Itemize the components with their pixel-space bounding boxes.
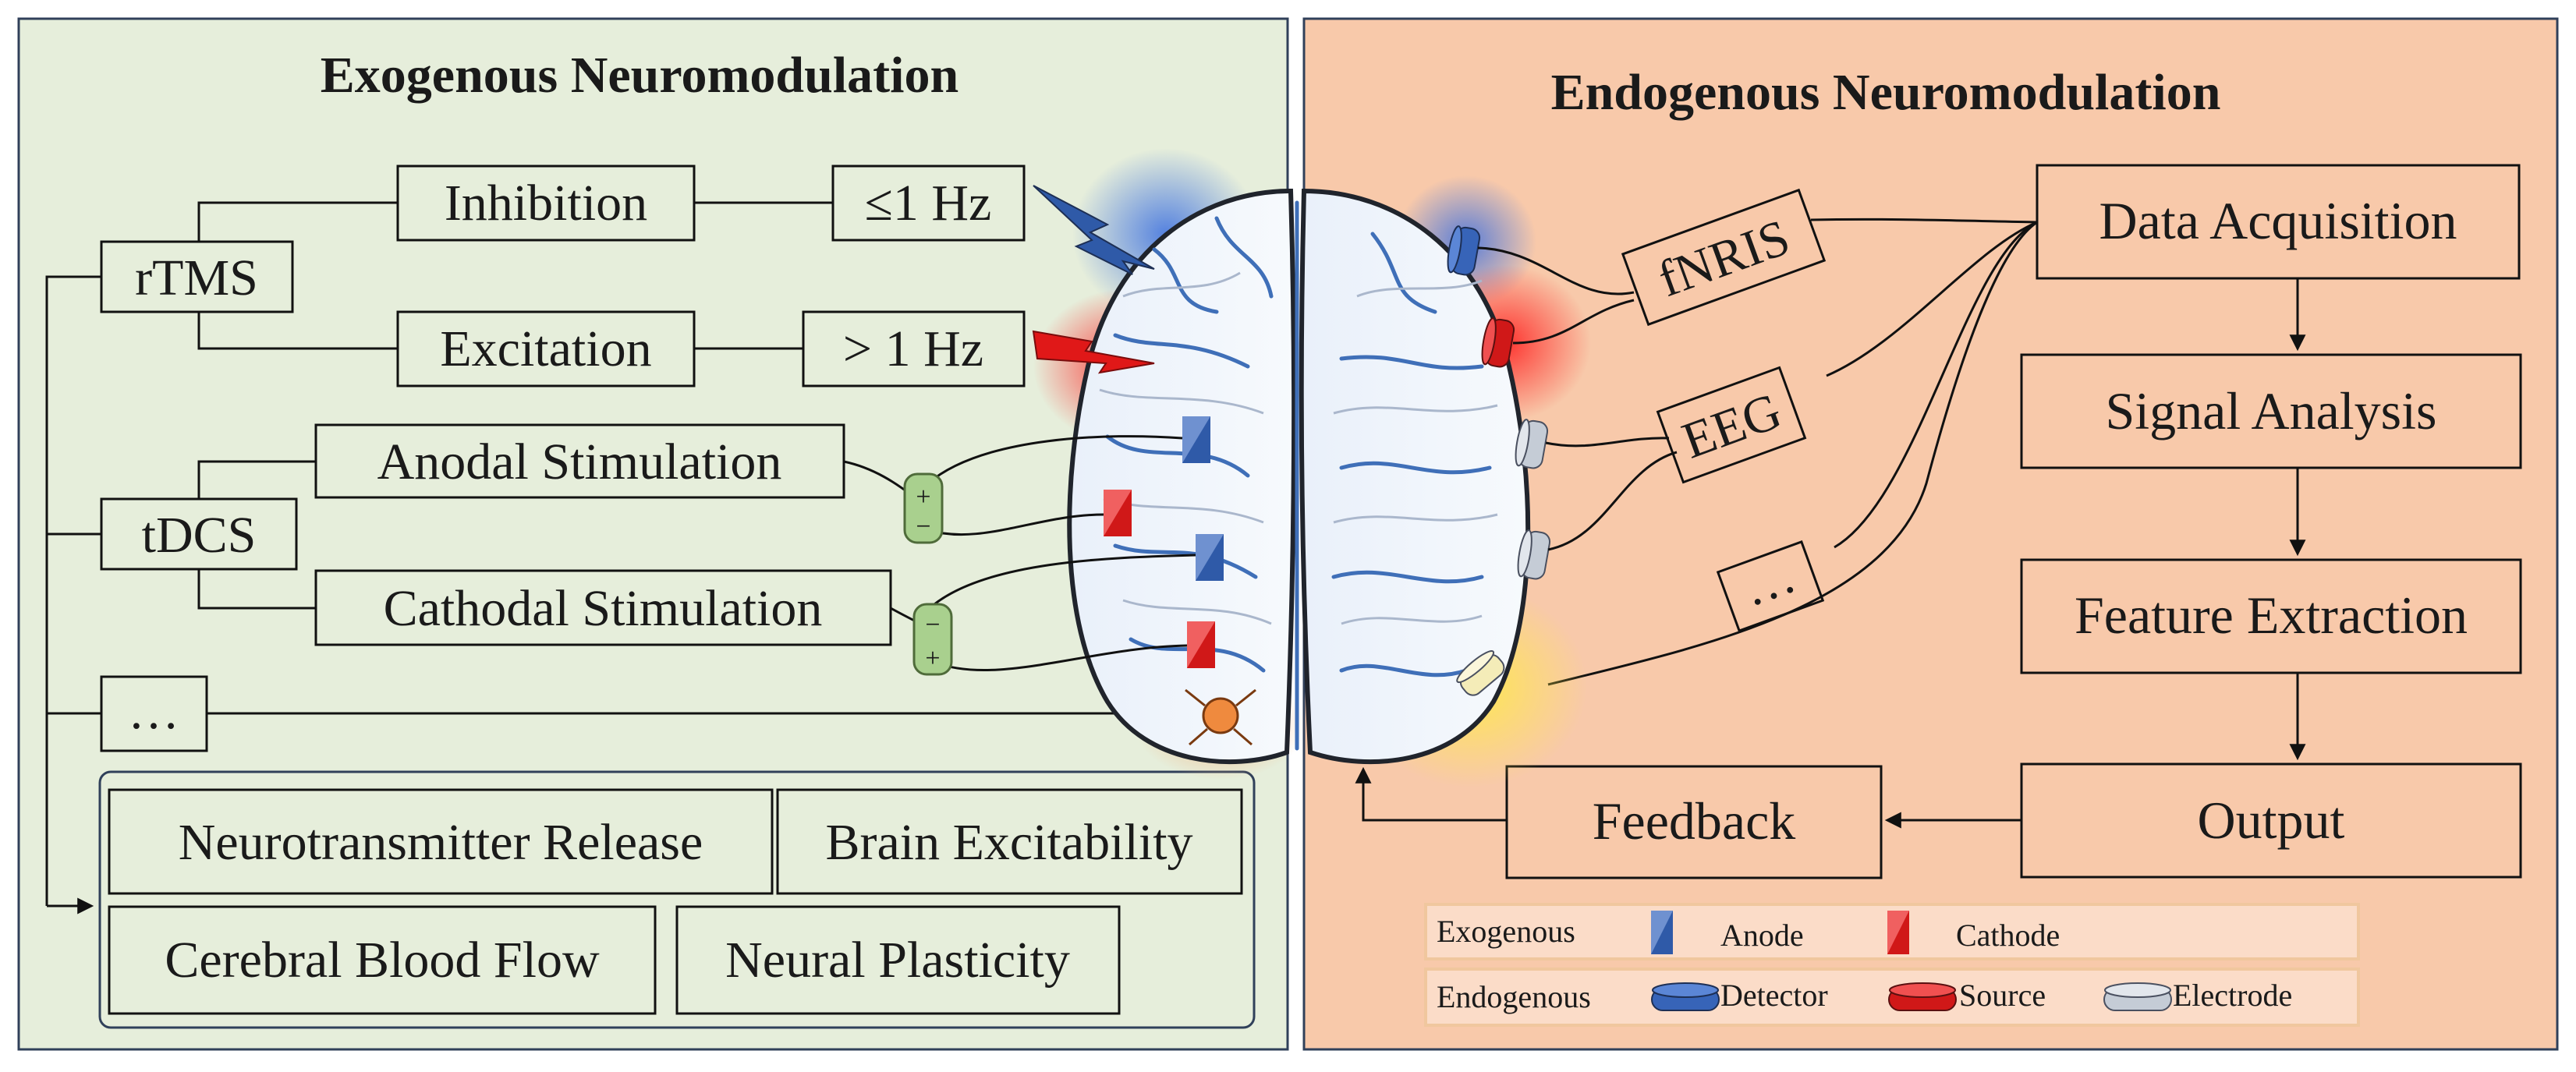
legend-electrode-text: Electrode bbox=[2173, 978, 2292, 1013]
legend-cathode-icon bbox=[1887, 911, 1909, 954]
legend-cathode-text: Cathode bbox=[1956, 918, 2060, 953]
svg-text:−: − bbox=[925, 610, 940, 639]
tdcs-label: tDCS bbox=[142, 507, 257, 564]
other-exo-label: … bbox=[128, 683, 179, 740]
endogenous-title: Endogenous Neuromodulation bbox=[1551, 64, 2221, 121]
cathodal-box bbox=[314, 569, 892, 646]
svg-text:+: + bbox=[925, 644, 940, 673]
effect-neurotransmitter: Neurotransmitter Release bbox=[179, 814, 703, 871]
legend-electrode-icon bbox=[2103, 982, 2172, 1011]
tdcs-box bbox=[100, 497, 298, 571]
output-label: Output bbox=[2198, 791, 2345, 850]
other-node-branches bbox=[1185, 688, 1256, 746]
svg-text:+: + bbox=[916, 483, 930, 511]
svg-text:−: − bbox=[916, 512, 930, 541]
eeg-box: EEG bbox=[1656, 366, 1807, 484]
tdcs-wires bbox=[843, 435, 1196, 672]
effect-box-4 bbox=[675, 905, 1121, 1015]
anodal-box bbox=[314, 423, 845, 499]
brain-gyri-detail bbox=[1099, 271, 1498, 625]
exogenous-connectors bbox=[45, 201, 1201, 915]
exogenous-title: Exogenous Neuromodulation bbox=[321, 47, 958, 104]
inhibition-freq-label: ≤1 Hz bbox=[865, 175, 992, 232]
signal-analysis-box bbox=[2020, 353, 2522, 469]
cathodal-label: Cathodal Stimulation bbox=[384, 580, 823, 637]
excitation-box bbox=[396, 310, 696, 387]
effect-boxes bbox=[108, 788, 1243, 1015]
feedback-box bbox=[1505, 765, 1883, 879]
legend-anode-icon bbox=[1651, 911, 1673, 954]
effect-box-3 bbox=[108, 905, 657, 1015]
excitation-freq-label: > 1 Hz bbox=[843, 320, 983, 377]
data-acquisition-label: Data Acquisition bbox=[2099, 191, 2457, 250]
brain-illustration: + − − + bbox=[843, 148, 1678, 787]
endogenous-panel: Endogenous Neuromodulation Data Acquisit… bbox=[1302, 17, 2559, 1051]
signal-analysis-label: Signal Analysis bbox=[2105, 381, 2436, 440]
eeg-electrodes bbox=[1456, 419, 1551, 696]
other-exo-box bbox=[100, 675, 208, 752]
anodal-pad-icon: + − bbox=[903, 472, 944, 544]
sensor-wires bbox=[1477, 246, 1678, 551]
rtms-box bbox=[100, 240, 294, 313]
effect-plasticity: Neural Plasticity bbox=[725, 932, 1070, 989]
effects-container bbox=[98, 770, 1256, 1029]
legend-exo-label: Exogenous bbox=[1437, 914, 1575, 949]
left-hemisphere bbox=[1067, 188, 1297, 765]
excitation-freq-box bbox=[802, 310, 1026, 387]
inhibition-bolt-icon bbox=[1033, 185, 1155, 275]
data-acquisition-box bbox=[2036, 164, 2521, 280]
anodal-label: Anodal Stimulation bbox=[377, 433, 782, 490]
rtms-label: rTMS bbox=[135, 249, 258, 306]
inhibition-freq-box bbox=[831, 165, 1026, 242]
legend-detector-icon bbox=[1651, 982, 1720, 1011]
fnris-sensors bbox=[1447, 225, 1515, 368]
feature-extraction-label: Feature Extraction bbox=[2075, 586, 2468, 645]
effect-box-2 bbox=[776, 788, 1243, 895]
legend-detector-text: Detector bbox=[1720, 978, 1828, 1013]
exogenous-boxes bbox=[100, 165, 1026, 752]
effect-box-1 bbox=[108, 788, 774, 895]
pipeline-arrows bbox=[1355, 278, 2306, 829]
tdcs-electrodes bbox=[1104, 416, 1224, 668]
inhibition-label: Inhibition bbox=[445, 175, 647, 232]
legend-source-icon bbox=[1888, 982, 1957, 1011]
feature-extraction-box bbox=[2020, 558, 2522, 674]
excitation-label: Excitation bbox=[440, 320, 651, 377]
acquisition-curves bbox=[1547, 218, 2038, 686]
cathodal-pad-icon: − + bbox=[912, 603, 953, 676]
effect-excitability: Brain Excitability bbox=[825, 814, 1192, 871]
legend-anode-text: Anode bbox=[1720, 918, 1804, 953]
effect-blood-flow: Cerebral Blood Flow bbox=[165, 932, 600, 989]
feedback-label: Feedback bbox=[1593, 791, 1796, 851]
inhibition-box bbox=[396, 165, 696, 242]
legend-endo-label: Endogenous bbox=[1437, 979, 1591, 1014]
excitation-bolt-icon bbox=[1032, 330, 1155, 374]
other-stimulation-node bbox=[1202, 697, 1239, 734]
legend: Exogenous Anode Cathode Endogenous Detec… bbox=[1424, 903, 2360, 1027]
legend-source-text: Source bbox=[1959, 978, 2046, 1013]
pipeline-boxes bbox=[1505, 164, 2522, 879]
